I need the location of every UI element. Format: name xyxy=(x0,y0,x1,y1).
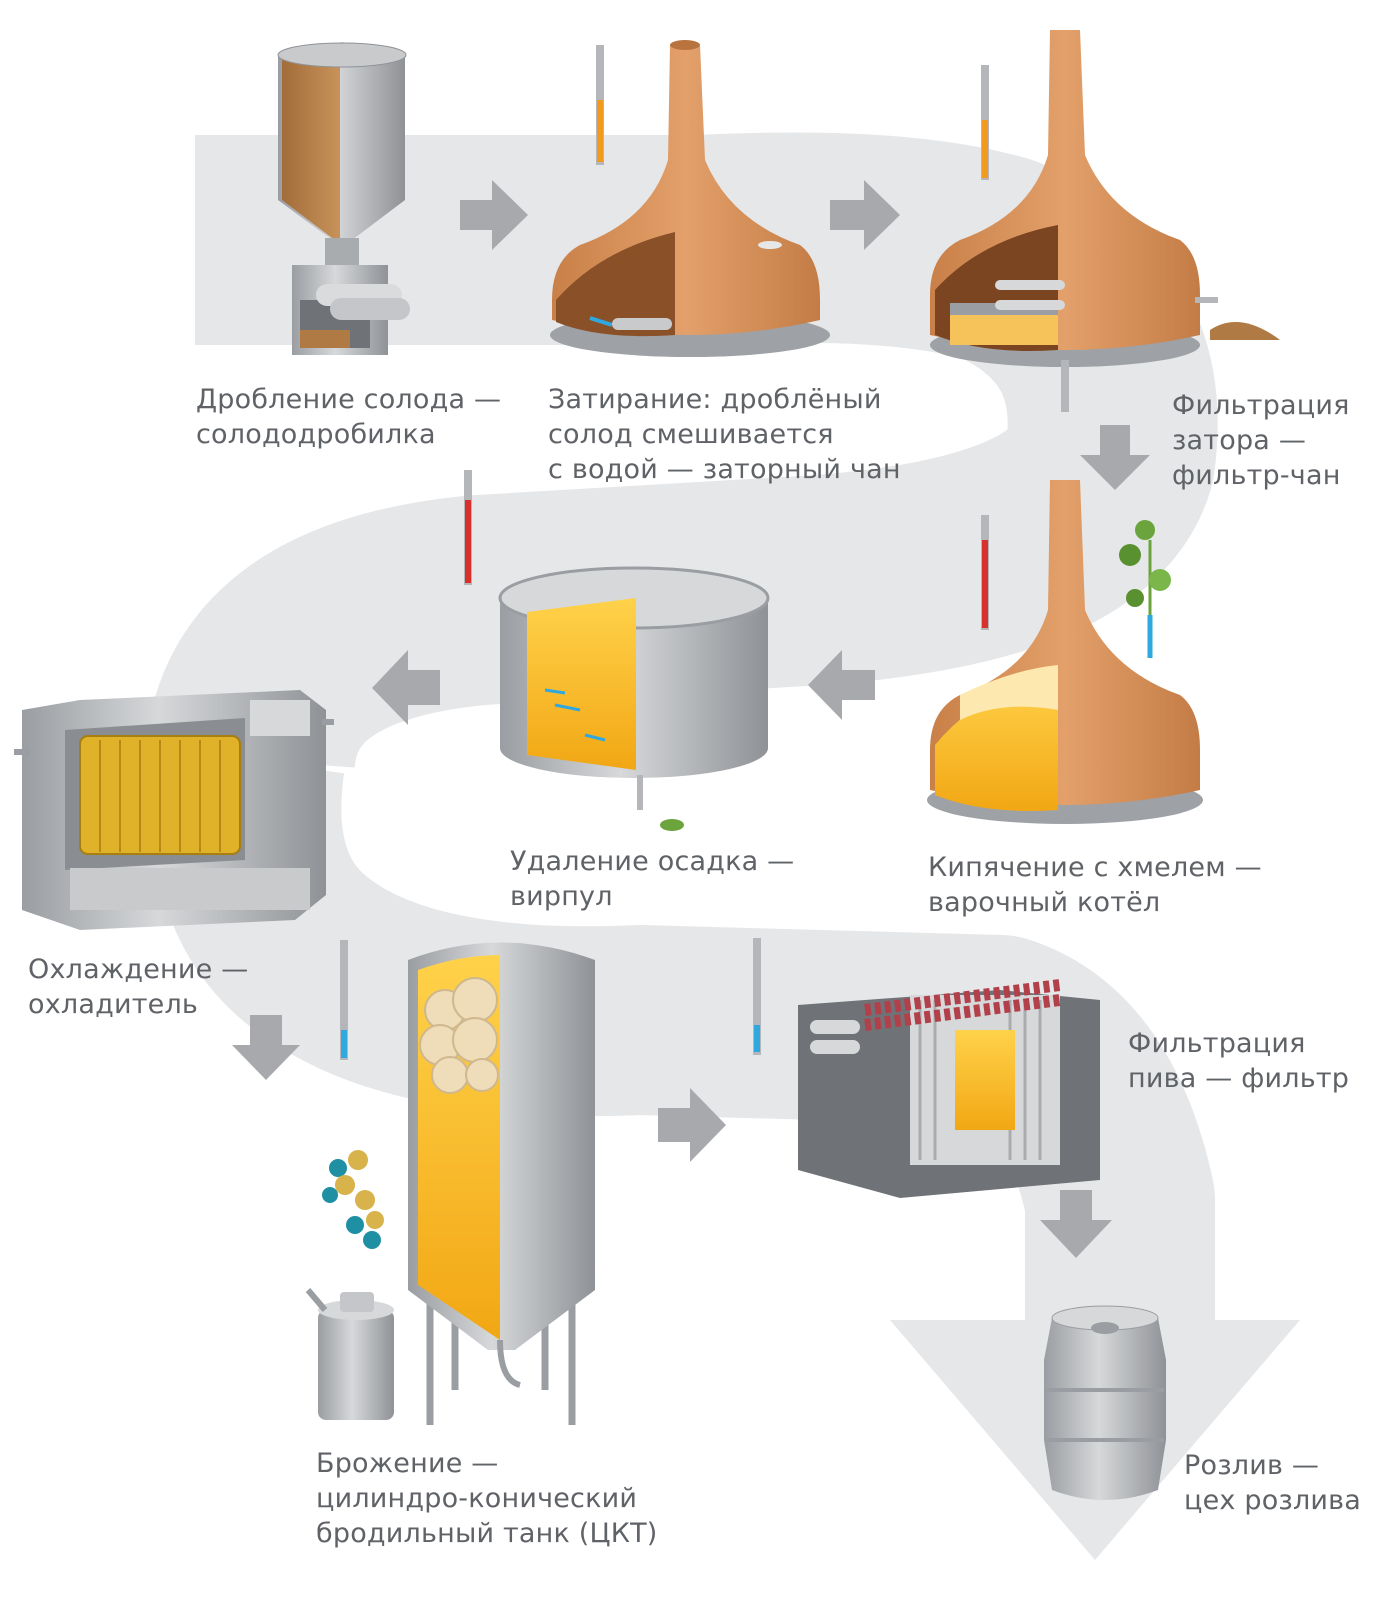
step-label-line: вирпул xyxy=(510,881,613,912)
step-label-bottling: Розлив — цех розлива xyxy=(1184,1448,1361,1518)
flow-arrow-icon xyxy=(372,650,875,725)
step-label-fermentation: Брожение — цилиндро-конический бродильны… xyxy=(316,1446,658,1551)
step-label-line: варочный котёл xyxy=(928,887,1161,918)
mill-icon xyxy=(277,42,410,355)
flow-arrow-icon xyxy=(1080,425,1150,490)
kettle-icon xyxy=(927,480,1203,824)
step-label-line: Брожение — xyxy=(316,1448,499,1479)
cooler-icon xyxy=(14,690,334,930)
step-label-line: бродильный танк (ЦКТ) xyxy=(316,1518,658,1549)
flow-arrow-icon xyxy=(1040,1190,1112,1258)
step-label-line: охладитель xyxy=(28,989,199,1020)
flow-arrow-icon xyxy=(460,180,900,250)
yeast-container-icon xyxy=(305,1288,394,1420)
step-label-cooling: Охлаждение — охладитель xyxy=(28,952,248,1022)
step-label-line: солод смешивается xyxy=(548,419,834,450)
flow-arrow-icon xyxy=(658,1088,726,1162)
step-label-boiling: Кипячение с хмелем — варочный котёл xyxy=(928,850,1262,920)
lauter-tun-icon xyxy=(930,30,1280,412)
step-label-line: Затирание: дроблёный xyxy=(548,384,882,415)
step-label-line: солододробилка xyxy=(196,419,436,450)
hops-icon xyxy=(1119,520,1171,658)
step-label-line: Розлив — xyxy=(1184,1450,1320,1481)
step-label-line: Удаление осадка — xyxy=(510,846,795,877)
step-label-milling: Дробление солода — солододробилка xyxy=(196,382,501,452)
step-label-whirlpool: Удаление осадка — вирпул xyxy=(510,844,794,914)
step-label-line: цех розлива xyxy=(1184,1485,1362,1516)
keg-icon xyxy=(1044,1305,1166,1500)
step-label-lautering: Фильтрация затора — фильтр-чан xyxy=(1172,388,1350,493)
beer-filter-icon xyxy=(798,979,1100,1198)
step-label-line: Дробление солода — xyxy=(196,384,502,415)
fermenter-icon xyxy=(408,942,595,1425)
yeast-icon xyxy=(322,1150,384,1249)
mash-tun-icon xyxy=(550,40,830,357)
step-label-line: Фильтрация xyxy=(1128,1028,1306,1059)
step-label-line: Кипячение с хмелем — xyxy=(928,852,1262,883)
step-label-line: фильтр-чан xyxy=(1172,460,1341,491)
whirlpool-icon xyxy=(464,470,770,831)
step-label-line: Охлаждение — xyxy=(28,954,249,985)
step-label-filtration: Фильтрация пива — фильтр xyxy=(1128,1026,1349,1096)
flow-arrow-icon xyxy=(232,1015,300,1080)
step-label-mashing: Затирание: дроблёный солод смешивается с… xyxy=(548,382,901,487)
step-label-line: затора — xyxy=(1172,425,1307,456)
step-label-line: Фильтрация xyxy=(1172,390,1350,421)
step-label-line: пива — фильтр xyxy=(1128,1063,1350,1094)
step-label-line: с водой — заторный чан xyxy=(548,454,901,485)
step-label-line: цилиндро-конический xyxy=(316,1483,638,1514)
